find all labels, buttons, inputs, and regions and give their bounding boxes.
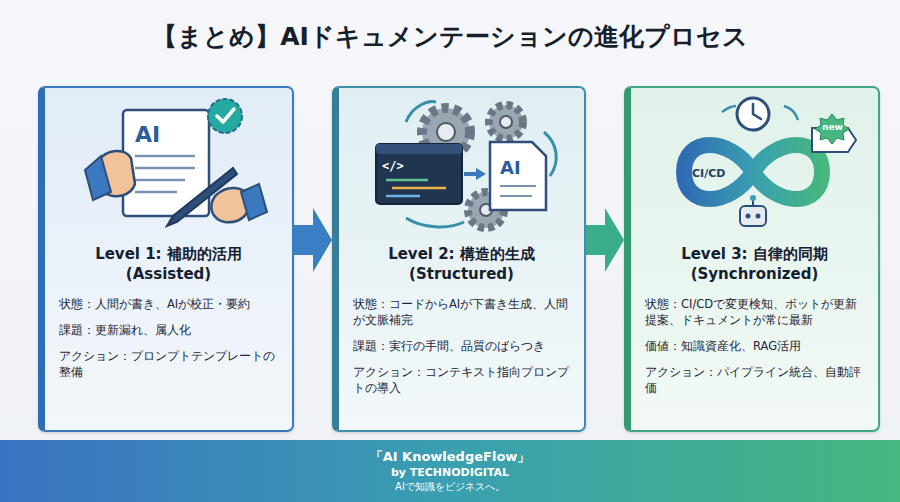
- page-title: 【まとめ】AIドキュメンテーションの進化プロセス: [0, 20, 900, 53]
- level-text: 状態：CI/CDで変更検知、ボットが更新提案、ドキュメントが常に最新: [645, 296, 864, 328]
- level-text: 課題：更新漏れ、属人化: [59, 322, 278, 338]
- level-text: 状態：人間が書き、AIが校正・要約: [59, 296, 278, 312]
- code-generation-illustration: </> AI: [336, 92, 590, 237]
- brand-tagline: AIで知識をビジネスへ。: [0, 480, 900, 494]
- brand-name: 「AI KnowledgeFlow」: [0, 448, 900, 465]
- level-text: 課題：実行の手間、品質のばらつき: [353, 338, 570, 354]
- level-text: アクション：コンテキスト指向プロンプトの導入: [353, 364, 570, 396]
- flow-arrow: [586, 208, 624, 272]
- footer-band: 「AI KnowledgeFlow」by TECHNODIGITALAIで知識を…: [0, 440, 900, 502]
- icon-text: AI: [500, 157, 521, 178]
- flow-arrow: [294, 208, 332, 272]
- level-heading: Level 3: 自律的同期 (Synchronized): [660, 244, 850, 284]
- cicd-loop-illustration: CI/CD new: [626, 92, 880, 237]
- icon-text: CI/CD: [692, 167, 725, 180]
- icon-text: AI: [135, 122, 160, 147]
- level-text: 状態：コードからAIが下書き生成、人間が文脈補完: [353, 296, 570, 328]
- level-text: アクション：パイプライン統合、自動評価: [645, 364, 864, 396]
- icon-text: new: [822, 122, 843, 132]
- level-text: 価値：知識資産化、RAG活用: [645, 338, 864, 354]
- level-text: アクション：プロンプトテンプレートの整備: [59, 348, 278, 380]
- brand-company: by TECHNODIGITAL: [0, 465, 900, 480]
- level-heading: Level 2: 構造的生成 (Structured): [367, 244, 557, 284]
- level-heading: Level 1: 補助的活用 (Assisted): [74, 244, 264, 284]
- icon-text: </>: [382, 159, 404, 173]
- document-edit-illustration: AI: [45, 92, 299, 237]
